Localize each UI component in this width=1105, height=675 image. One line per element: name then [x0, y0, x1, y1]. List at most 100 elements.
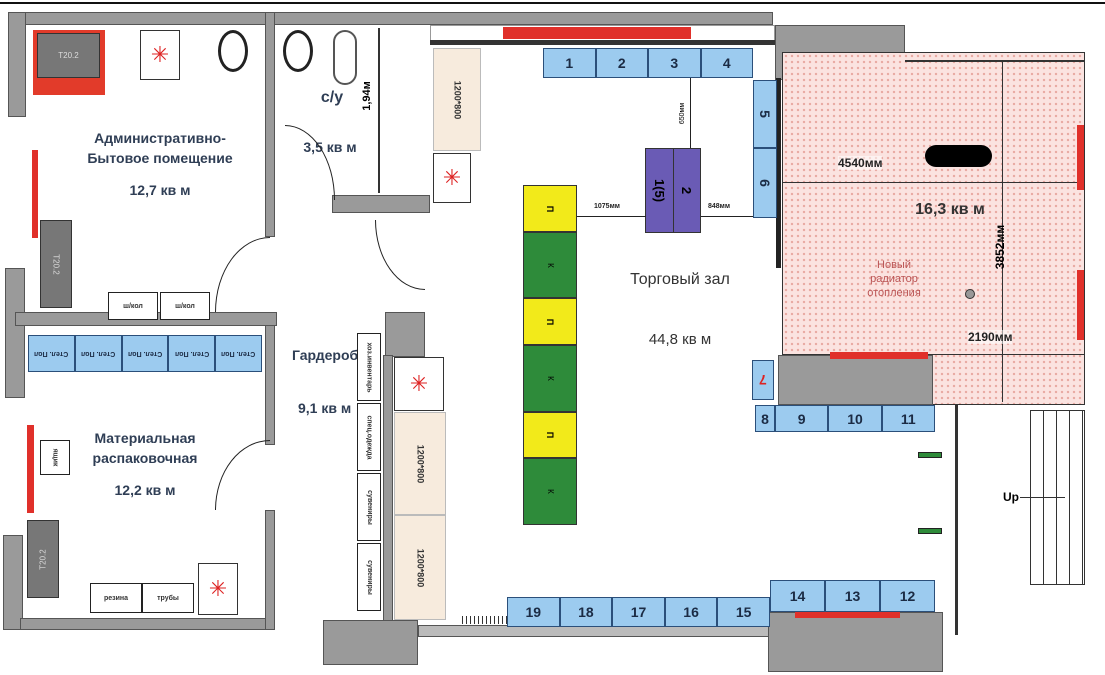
shelf: 13	[825, 580, 880, 612]
fire-detector-icon: ✳	[394, 357, 444, 411]
room-name: Административно-	[94, 130, 226, 146]
display-k: К	[523, 458, 577, 525]
wall-top	[8, 12, 773, 25]
room-name: Бытовое помещение	[87, 150, 233, 166]
shelf: 2	[595, 48, 648, 78]
radiator	[503, 27, 691, 39]
door	[375, 220, 425, 290]
fire-detector-icon: ✳	[198, 563, 238, 615]
arrow-icon	[1020, 497, 1065, 498]
dimension-line	[690, 78, 691, 148]
shelf-row-bottom: 19 18 17 16 15	[507, 597, 770, 627]
cabinet: ш/кол	[108, 292, 158, 320]
wall	[20, 618, 275, 630]
wall	[265, 510, 275, 630]
shelf-row-bottom-right: 14 13 12	[770, 580, 935, 612]
radiator	[830, 352, 928, 359]
shelf: 6	[753, 148, 777, 218]
locker: сувениры	[357, 543, 381, 611]
wall	[768, 612, 943, 672]
room-name: Гардероб	[292, 347, 359, 363]
shelf-row-mid: 8 9 10 11	[755, 405, 935, 432]
small-box: ящик	[40, 440, 70, 475]
wall	[3, 535, 23, 630]
shelf: 11	[881, 405, 935, 432]
fire-detector-icon: ✳	[140, 30, 180, 80]
room-area: 12,7 кв м	[129, 182, 191, 198]
dimension-label: 1075мм	[594, 203, 620, 210]
dimension-label: 4540мм	[838, 156, 883, 170]
dimension-line	[782, 182, 1085, 183]
pallet: 1200*800	[433, 48, 481, 151]
room-name: Материальная	[94, 430, 196, 446]
display-k: К	[523, 232, 577, 298]
shelf: Стел. Пол	[74, 335, 122, 372]
pallet: 1200*800	[394, 412, 446, 515]
display-p: П	[523, 298, 577, 345]
fire-detector-icon: ✳	[433, 153, 471, 203]
room-name: с/у	[320, 89, 344, 106]
display-unit: 1(5) 2	[645, 148, 701, 233]
grate	[462, 616, 507, 624]
wall	[778, 355, 933, 405]
desk: Т20.2	[37, 33, 100, 78]
wall	[265, 325, 275, 445]
shelf: 8	[755, 405, 775, 432]
dimension-label: 650мм	[679, 102, 687, 125]
shelf: 16	[664, 597, 718, 627]
radiator	[1077, 270, 1084, 340]
room-area: 16,3 кв м	[915, 201, 985, 218]
exit-sign-icon	[918, 528, 942, 534]
cabinet: трубы	[142, 583, 194, 613]
shelf: 14	[770, 580, 825, 612]
shelf: 18	[559, 597, 613, 627]
room-name: распаковочная	[92, 450, 198, 466]
wall-line	[776, 78, 781, 268]
locker: хоз.инвентарь	[357, 333, 381, 401]
wall	[8, 12, 26, 117]
shelf: 7	[752, 360, 774, 400]
shelf: 1	[543, 48, 596, 78]
dimension-label: 3852мм	[993, 224, 1008, 270]
shelf: 12	[880, 580, 935, 612]
radiator	[1077, 125, 1084, 190]
exit-sign-icon	[918, 452, 942, 458]
unit-label: 2	[679, 186, 695, 195]
sink-icon	[218, 30, 248, 72]
stairs-up-label: Up	[1003, 490, 1019, 504]
cabinet: резина	[90, 583, 142, 613]
radiator	[32, 150, 38, 238]
wall	[323, 620, 418, 665]
room-area: 44,8 кв м	[648, 331, 712, 348]
radiator	[27, 425, 34, 513]
sink-icon	[283, 30, 313, 72]
shelf: 19	[507, 597, 560, 627]
shelf: 3	[648, 48, 701, 78]
wall	[5, 268, 25, 398]
room-area: 9,1 кв м	[298, 400, 352, 416]
display-p: П	[523, 185, 577, 232]
locker: спец.одежда	[357, 403, 381, 471]
wall	[385, 312, 425, 357]
desk-label: Т20.2	[51, 253, 61, 275]
top-border	[0, 2, 1105, 4]
display-k: К	[523, 345, 577, 412]
pipe-icon	[965, 289, 975, 299]
wall	[265, 12, 275, 237]
shelf: 17	[612, 597, 665, 627]
shelf-row-top: 1 2 3 4	[543, 48, 753, 78]
unit-label: 1(5)	[651, 178, 667, 203]
wall	[332, 195, 430, 213]
shelf: Стел. Пол	[168, 335, 216, 372]
cabinet: ш/кол	[160, 292, 210, 320]
shelf: Стел. Пол	[28, 335, 75, 372]
dimension-line	[701, 216, 753, 217]
shelf-row: Стел. Пол Стел. Пол Стел. Пол Стел. Пол …	[28, 335, 262, 372]
locker: сувениры	[357, 473, 381, 541]
dimension-label: 1,94м	[360, 81, 373, 111]
shelf: Стел. Пол	[215, 335, 262, 372]
dimension-line	[576, 216, 646, 217]
shelf: 15	[717, 597, 770, 627]
shelf: 4	[700, 48, 753, 78]
room-area: 12,2 кв м	[114, 482, 176, 498]
